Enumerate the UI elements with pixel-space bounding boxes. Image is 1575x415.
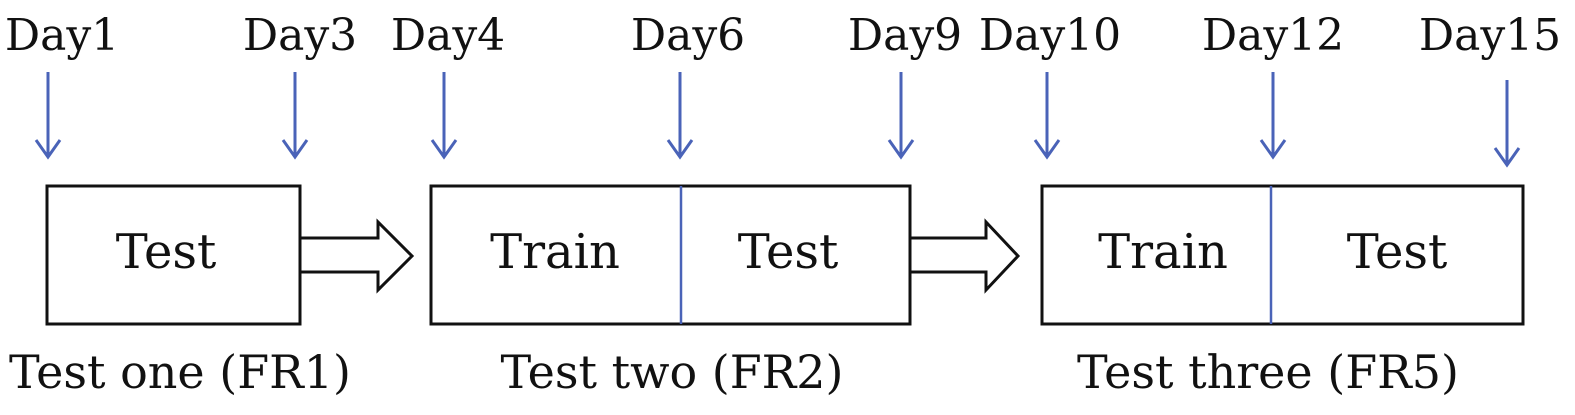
down-arrow-icon: [34, 72, 62, 160]
test-two-box: Train Test: [429, 184, 912, 326]
down-arrow-icon: [281, 72, 309, 160]
flow-arrow-icon: [910, 218, 1021, 294]
flow-arrow-icon: [300, 218, 415, 294]
test-two-caption: Test two (FR2): [501, 345, 844, 399]
day-label-15: Day15: [1419, 10, 1561, 61]
day-label-3: Day3: [243, 10, 357, 61]
day-label-6: Day6: [631, 10, 745, 61]
day-label-12: Day12: [1202, 10, 1344, 61]
test-two-segment-train: Train: [490, 224, 620, 280]
down-arrow-icon: [1493, 80, 1521, 168]
day-label-10: Day10: [979, 10, 1121, 61]
test-three-segment-test: Test: [1347, 224, 1448, 280]
test-three-segment-train: Train: [1098, 224, 1228, 280]
down-arrow-icon: [430, 72, 458, 160]
day-label-9: Day9: [848, 10, 962, 61]
test-three-caption: Test three (FR5): [1077, 345, 1459, 399]
day-label-4: Day4: [391, 10, 505, 61]
test-one-segment-test: Test: [116, 224, 217, 280]
test-two-segment-test: Test: [738, 224, 839, 280]
down-arrow-icon: [1259, 72, 1287, 160]
down-arrow-icon: [887, 72, 915, 160]
test-one-box: Test: [45, 184, 302, 326]
test-one-caption: Test one (FR1): [9, 345, 351, 399]
down-arrow-icon: [1033, 72, 1061, 160]
day-label-1: Day1: [5, 10, 119, 61]
down-arrow-icon: [666, 72, 694, 160]
test-three-box: Train Test: [1040, 184, 1525, 326]
